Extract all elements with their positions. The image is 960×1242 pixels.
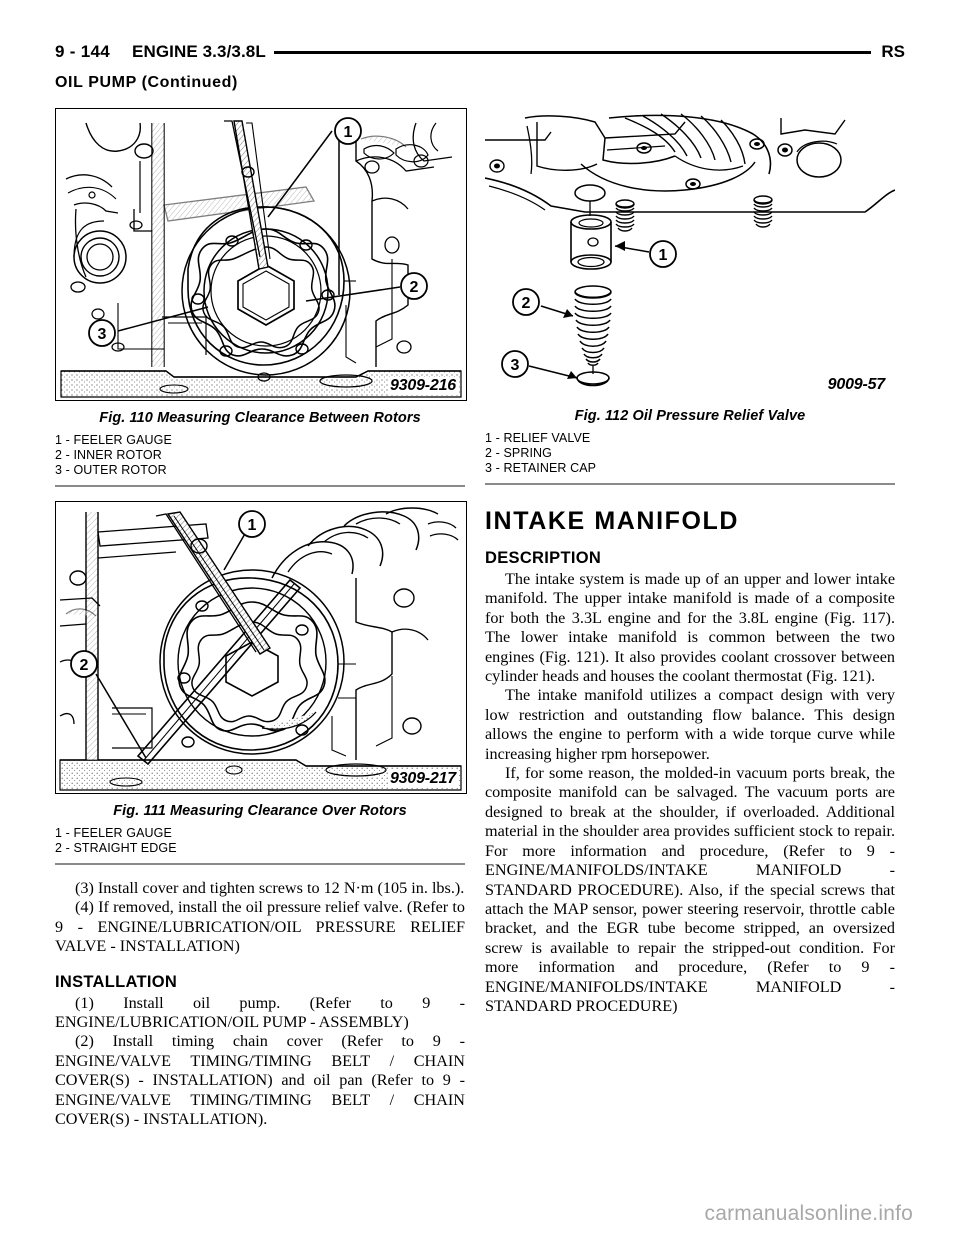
manual-code: RS [881,42,905,61]
legend-item: 2 - STRAIGHT EDGE [55,841,177,855]
legend-item: 2 - INNER ROTOR [55,448,162,462]
legend-item: 3 - OUTER ROTOR [55,463,167,477]
footer-watermark: carmanualsonline.info [704,1202,913,1225]
intake-manifold-heading: INTAKE MANIFOLD [485,507,740,535]
legend-item: 3 - RETAINER CAP [485,461,597,475]
figure-112-image: 1 2 3 9009-57 [485,108,895,399]
legend-divider [55,863,465,865]
header-section-title: ENGINE 3.3/3.8L [132,42,266,61]
right-column: 1 2 3 9009-57 Fig. 112 Oil Pressure Reli… [485,108,895,1016]
oil-pump-rotor-clearance-drawing: 1 2 3 [56,109,466,400]
legend-item: 1 - FEELER GAUGE [55,433,172,447]
legend-item: 1 - FEELER GAUGE [55,826,172,840]
description-paragraph-2: The intake manifold utilizes a compact d… [485,686,895,763]
legend-item: 1 - RELIEF VALVE [485,431,591,445]
legend-divider [55,485,465,487]
figure-110-part-number: 9309-216 [387,377,458,395]
figure-112-part-number: 9009-57 [827,376,886,393]
svg-text:1: 1 [344,124,353,141]
svg-text:1: 1 [659,247,668,264]
installation-step-1: (1) Install oil pump. (Refer to 9 - ENGI… [55,993,465,1032]
page-number: 9 - 144 [55,42,111,61]
figure-112-caption: Fig. 112 Oil Pressure Relief Valve [574,408,806,424]
figure-112-legend: 1 - RELIEF VALVE 2 - SPRING 3 - RETAINER… [485,431,895,476]
legend-divider [485,483,895,485]
oil-pump-step-3: (3) Install cover and tighten screws to … [75,879,465,897]
description-heading: DESCRIPTION [485,549,602,567]
straight-edge-over-rotors-drawing: 1 2 [56,502,466,793]
svg-text:3: 3 [98,326,107,343]
left-column: 1 2 3 9309-216 Fig. 110 Measuring Cleara… [55,108,467,1129]
figure-111-legend: 1 - FEELER GAUGE 2 - STRAIGHT EDGE [55,826,465,856]
page-header: 9 - 144 ENGINE 3.3/3.8L RS [55,40,905,64]
figure-110-image: 1 2 3 9309-216 [55,108,467,401]
figure-111-image: 1 2 9309-217 [55,501,467,794]
oil-pressure-relief-valve-drawing: 1 2 3 [485,108,895,399]
installation-heading: INSTALLATION [55,972,178,991]
svg-text:3: 3 [511,357,520,374]
figure-111-part-number: 9309-217 [387,770,458,788]
figure-110-caption: Fig. 110 Measuring Clearance Between Rot… [99,410,421,426]
continued-heading: OIL PUMP (Continued) [55,74,238,91]
svg-text:1: 1 [248,517,257,534]
figure-110-legend: 1 - FEELER GAUGE 2 - INNER ROTOR 3 - OUT… [55,433,465,478]
description-paragraph-1: The intake system is made up of an upper… [485,570,895,686]
oil-pump-step-4: (4) If removed, install the oil pressure… [55,898,465,956]
legend-item: 2 - SPRING [485,446,552,460]
header-rule [273,50,872,54]
svg-text:2: 2 [522,295,531,312]
svg-text:2: 2 [410,279,419,296]
description-paragraph-3: If, for some reason, the molded-in vacuu… [485,764,895,1015]
figure-111-caption: Fig. 111 Measuring Clearance Over Rotors [113,803,407,819]
svg-text:2: 2 [80,657,89,674]
installation-step-2: (2) Install timing chain cover (Refer to… [55,1032,465,1129]
